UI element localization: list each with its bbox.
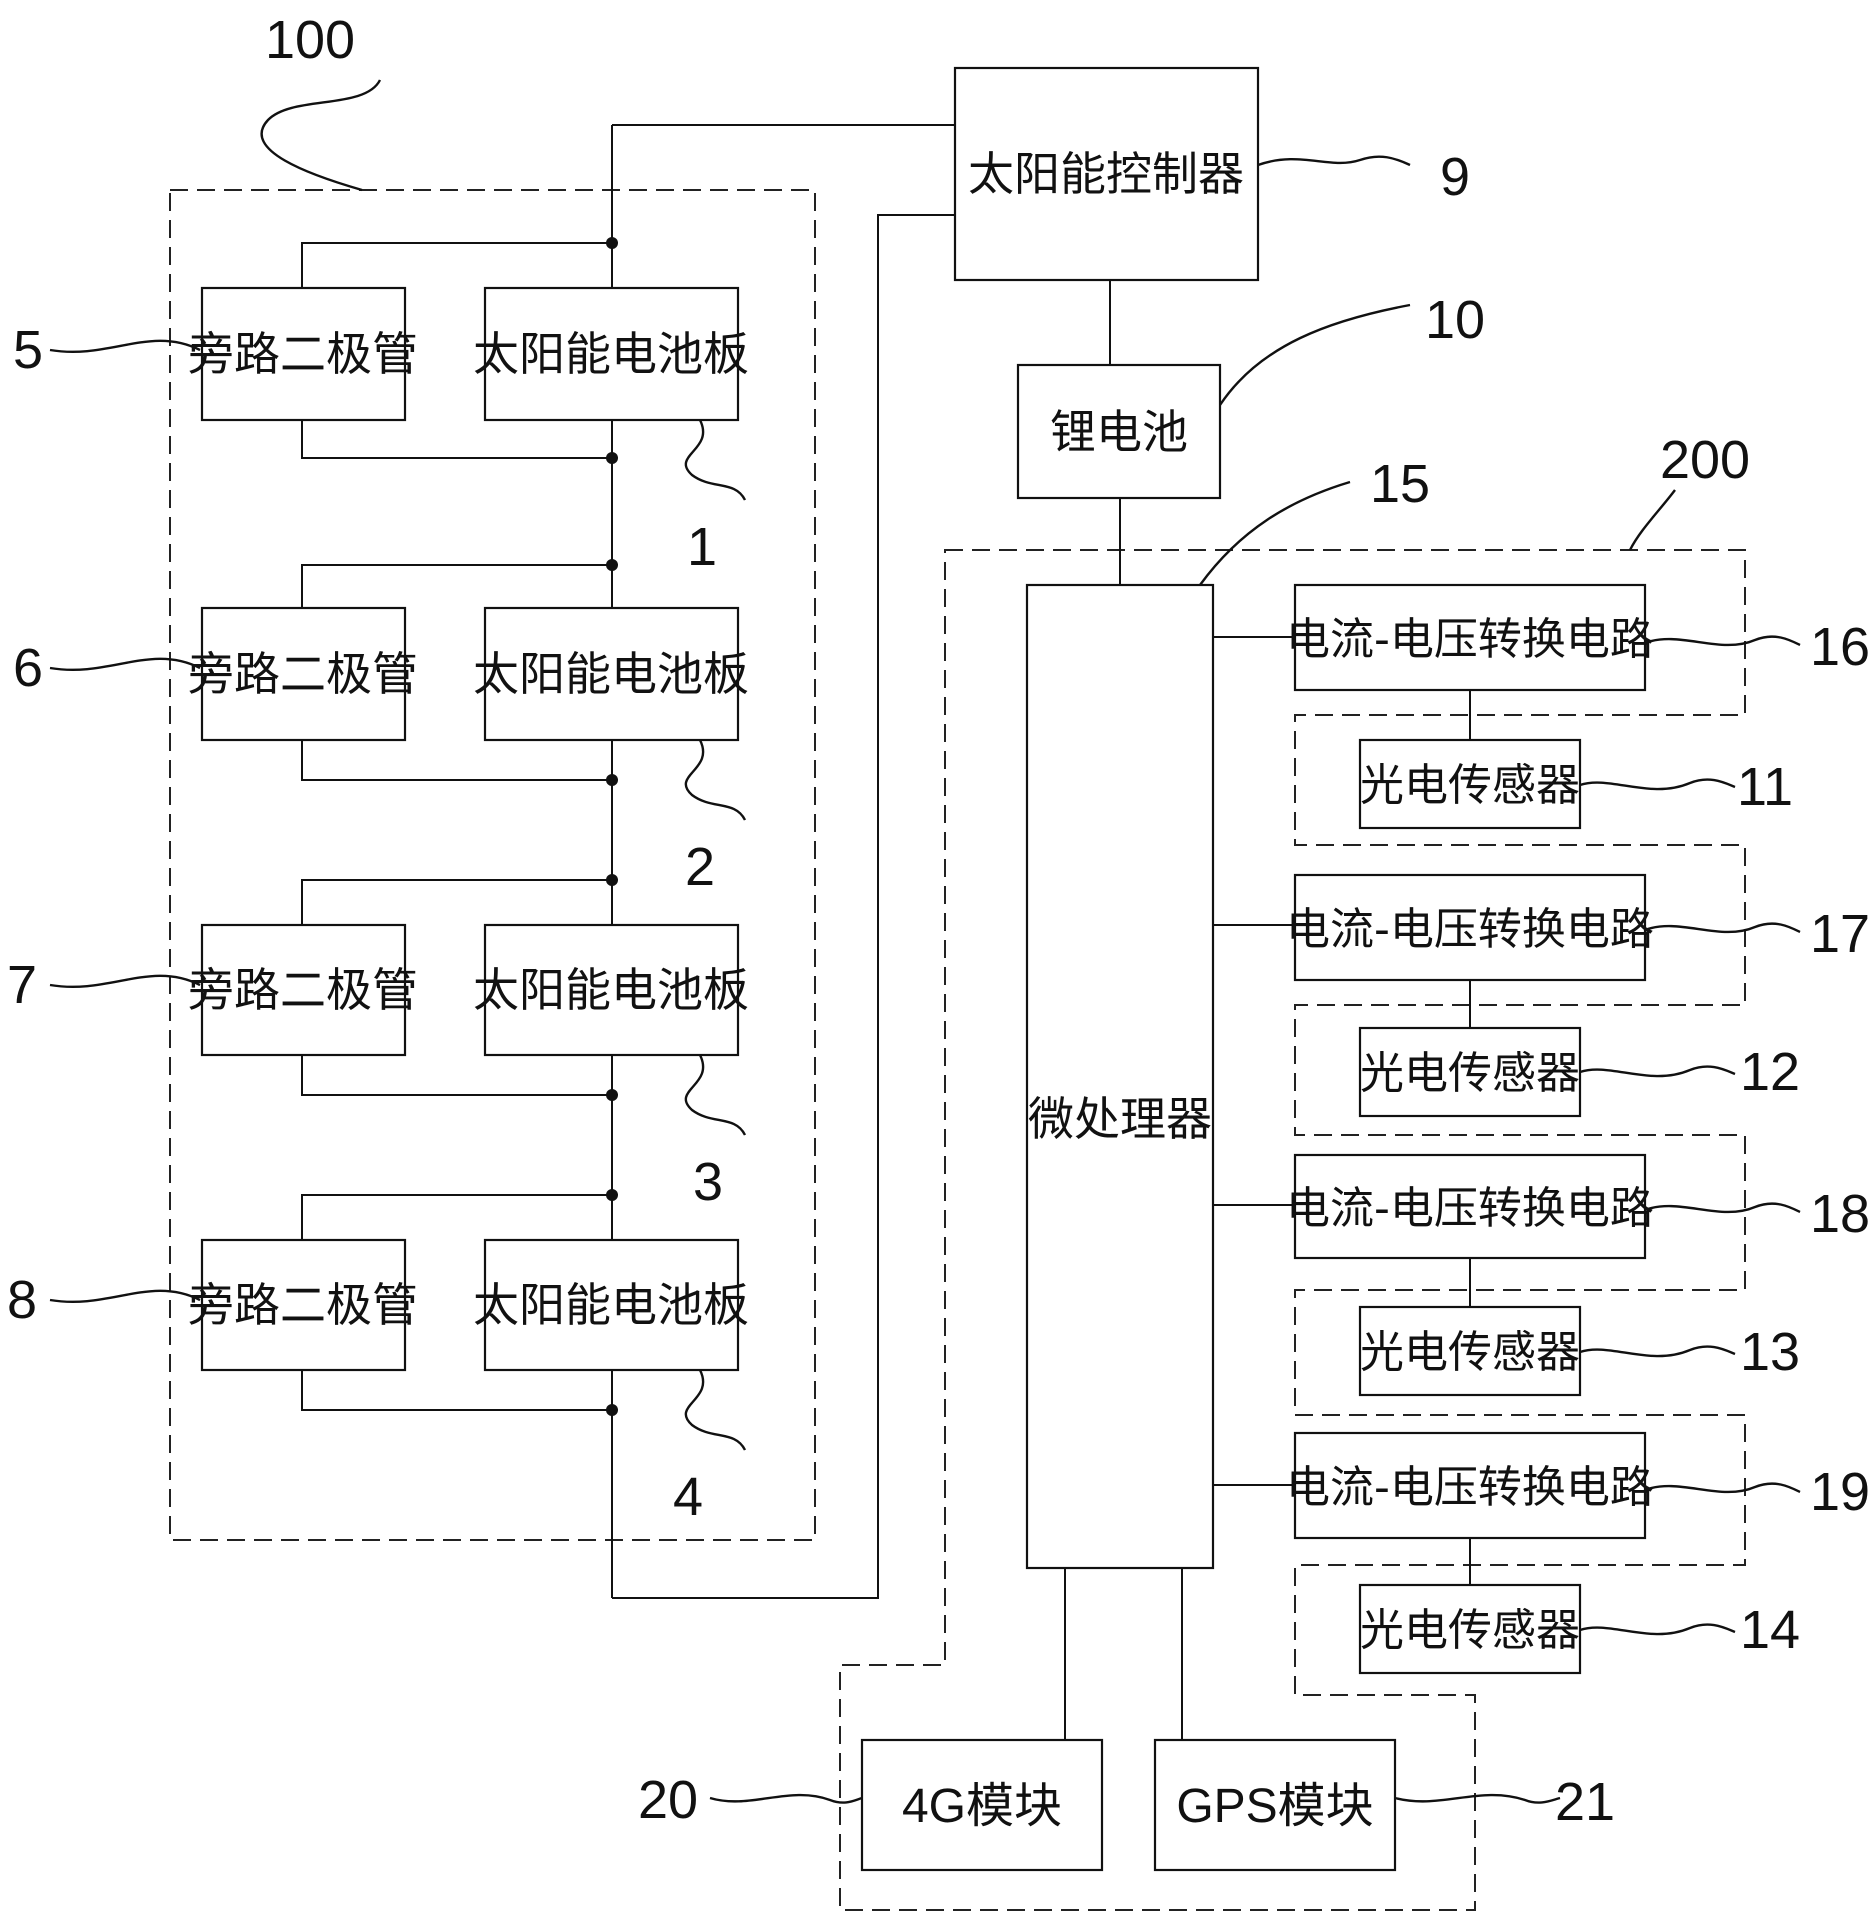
solar-panel-label: 太阳能电池板 xyxy=(473,1278,749,1332)
photo-sensor-label: 光电传感器 xyxy=(1360,1605,1580,1656)
ref-14: 14 xyxy=(1740,1600,1800,1660)
iv-converter-label: 电流-电压转换电路 xyxy=(1286,1462,1654,1513)
iv-converter-label: 电流-电压转换电路 xyxy=(1286,1183,1654,1234)
iv-converter-label: 电流-电压转换电路 xyxy=(1286,904,1654,955)
reference-leaders xyxy=(49,79,1801,1804)
ref-8: 8 xyxy=(7,1270,37,1330)
solar-panel-3: 太阳能电池板 xyxy=(473,923,749,1057)
bypass-diode-8: 旁路二极管 xyxy=(188,1238,418,1372)
lithium-battery-10: 锂电池 xyxy=(1016,363,1222,500)
ref-16: 16 xyxy=(1810,617,1870,677)
solar-panel-label: 太阳能电池板 xyxy=(473,647,749,701)
bypass-diode-6: 旁路二极管 xyxy=(188,606,418,742)
ref-5: 5 xyxy=(13,320,43,380)
lithium-battery-label: 锂电池 xyxy=(1050,405,1188,459)
reference-numerals: 100 200 1 2 3 4 5 6 7 8 9 10 11 12 13 14… xyxy=(7,10,1870,1832)
bypass-diode-label: 旁路二极管 xyxy=(188,1278,418,1332)
solar-controller-label: 太阳能控制器 xyxy=(968,147,1244,201)
junction-dots xyxy=(606,237,618,1416)
module-gps-label: GPS模块 xyxy=(1176,1780,1373,1833)
ref-17: 17 xyxy=(1810,904,1870,964)
ref-19: 19 xyxy=(1810,1462,1870,1522)
ref-21: 21 xyxy=(1555,1772,1615,1832)
ref-4: 4 xyxy=(673,1467,703,1527)
ref-200: 200 xyxy=(1660,430,1750,490)
ref-12: 12 xyxy=(1740,1042,1800,1102)
bypass-diode-label: 旁路二极管 xyxy=(188,647,418,701)
ref-1: 1 xyxy=(687,517,717,577)
ref-20: 20 xyxy=(638,1770,698,1830)
module-4g-20: 4G模块 xyxy=(860,1738,1104,1872)
bypass-diode-7: 旁路二极管 xyxy=(188,923,418,1057)
solar-controller-9: 太阳能控制器 xyxy=(953,66,1260,282)
photo-sensor-11: 光电传感器 xyxy=(1358,738,1582,830)
ref-13: 13 xyxy=(1740,1322,1800,1382)
solar-panel-1: 太阳能电池板 xyxy=(473,286,749,422)
solar-panel-4: 太阳能电池板 xyxy=(473,1238,749,1372)
bypass-diode-label: 旁路二极管 xyxy=(188,963,418,1017)
bypass-diode-label: 旁路二极管 xyxy=(188,327,418,381)
solar-panel-2: 太阳能电池板 xyxy=(473,606,749,742)
ref-10: 10 xyxy=(1425,290,1485,350)
solar-panel-label: 太阳能电池板 xyxy=(473,327,749,381)
ref-6: 6 xyxy=(13,638,43,698)
iv-converter-16: 电流-电压转换电路 xyxy=(1286,583,1654,692)
ref-11: 11 xyxy=(1737,757,1793,817)
iv-converter-label: 电流-电压转换电路 xyxy=(1286,614,1654,665)
ref-18: 18 xyxy=(1810,1184,1870,1244)
photo-sensor-14: 光电传感器 xyxy=(1358,1583,1582,1675)
iv-converter-17: 电流-电压转换电路 xyxy=(1286,873,1654,982)
ref-2: 2 xyxy=(685,837,715,897)
microprocessor-15: 微处理器 xyxy=(1025,583,1215,1570)
photo-sensor-label: 光电传感器 xyxy=(1360,760,1580,811)
iv-converter-19: 电流-电压转换电路 xyxy=(1286,1431,1654,1540)
photo-sensor-12: 光电传感器 xyxy=(1358,1026,1582,1118)
ref-100: 100 xyxy=(265,10,355,70)
photo-sensor-label: 光电传感器 xyxy=(1360,1327,1580,1378)
module-4g-label: 4G模块 xyxy=(902,1780,1062,1833)
microprocessor-label: 微处理器 xyxy=(1028,1092,1212,1146)
ref-3: 3 xyxy=(693,1152,723,1212)
photo-sensor-13: 光电传感器 xyxy=(1358,1305,1582,1397)
monitoring-group-200 xyxy=(839,549,1746,1911)
solar-panel-label: 太阳能电池板 xyxy=(473,963,749,1017)
bypass-diode-5: 旁路二极管 xyxy=(188,286,418,422)
system-wiring xyxy=(1064,280,1471,1740)
photo-sensor-label: 光电传感器 xyxy=(1360,1048,1580,1099)
module-gps-21: GPS模块 xyxy=(1153,1738,1397,1872)
ref-7: 7 xyxy=(7,955,37,1015)
iv-converter-18: 电流-电压转换电路 xyxy=(1286,1153,1654,1260)
ref-9: 9 xyxy=(1440,147,1470,207)
ref-15: 15 xyxy=(1370,454,1430,514)
